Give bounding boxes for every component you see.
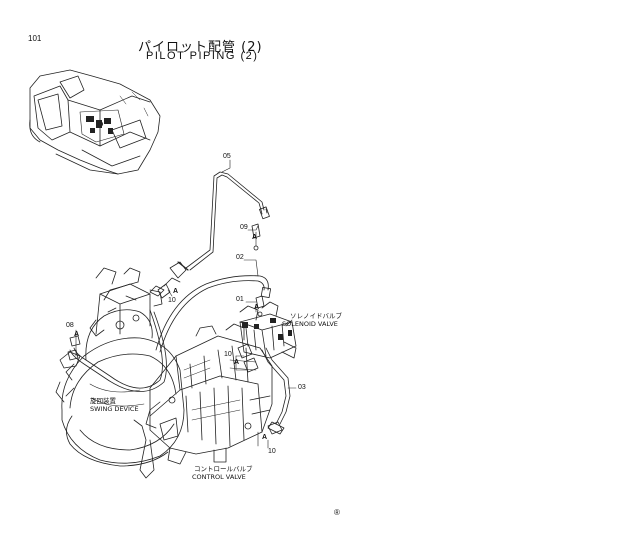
swing-hose — [69, 309, 167, 392]
marker-a-09: A — [252, 234, 258, 241]
solenoid-valve — [239, 301, 297, 359]
part-label-10-bottom: 10 — [268, 448, 276, 455]
callout-control-en: CONTROL VALVE — [192, 473, 246, 481]
fitting-01 — [255, 295, 265, 317]
control-valve — [145, 323, 273, 465]
callout-swing-jp: 旋回装置 — [90, 397, 116, 405]
callout-solenoid-en: SOLENOID VALVE — [282, 320, 338, 328]
swing-device — [55, 267, 185, 479]
page-title-english: PILOT PIPING (2) — [146, 50, 259, 62]
callout-control-jp: コントロールバルブ — [194, 465, 253, 473]
fitting-10-top — [157, 261, 187, 299]
part-label-10-mid: 10 — [224, 351, 232, 358]
part-label-08: 08 — [66, 322, 74, 329]
marker-a-10-top: A — [173, 288, 179, 295]
part-label-03: 03 — [298, 384, 306, 391]
excavator-location-thumbnail — [29, 69, 161, 175]
marker-a-10-mid: A — [234, 359, 240, 366]
marker-a-01: A — [254, 304, 260, 311]
registered-mark: ® — [334, 508, 340, 517]
part-label-09: 09 — [240, 224, 248, 231]
page-title-japanese: パイロット配管 (2) — [138, 40, 263, 55]
part-label-01: 01 — [236, 296, 244, 303]
marker-a-10-bottom: A — [262, 434, 268, 441]
fitting-10-bottom — [267, 421, 283, 435]
marker-a-08: A — [74, 331, 80, 338]
callout-solenoid-jp: ソレノイドバルブ — [290, 312, 342, 320]
part-label-02: 02 — [236, 254, 244, 261]
part-label-05: 05 — [223, 153, 231, 160]
fitting-10-mid — [237, 343, 259, 373]
pipe-05 — [177, 171, 270, 271]
pipe-02 — [149, 275, 272, 353]
page-number: 101 — [28, 34, 42, 43]
fitting-08 — [67, 335, 81, 361]
leader-lines — [75, 159, 297, 449]
part-label-10-top: 10 — [168, 297, 176, 304]
callout-swing-en: SWING DEVICE — [90, 405, 139, 413]
